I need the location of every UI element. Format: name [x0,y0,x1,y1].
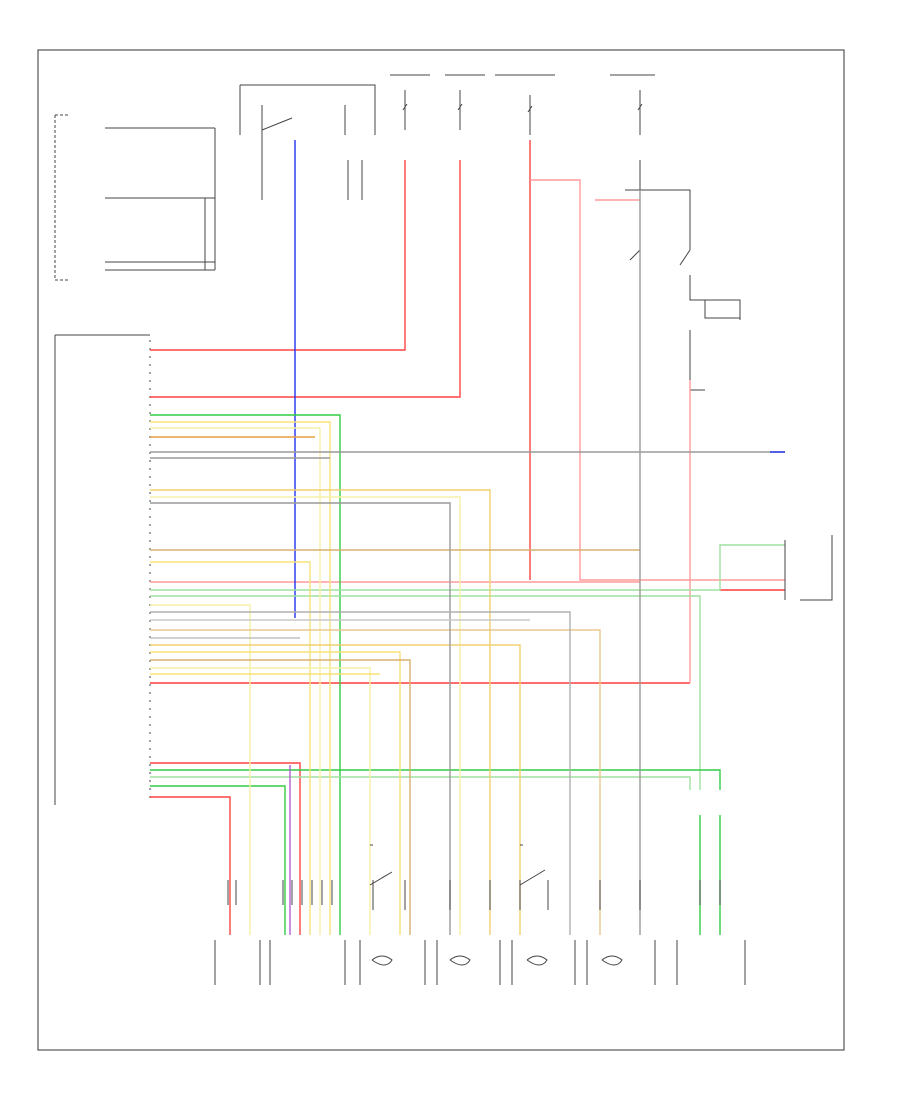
right-rear-wheel-speed-sensor [359,940,426,985]
right-front-wheel-speed-sensor [436,940,501,985]
brake-switch-group [595,160,741,391]
right-module-group [770,451,833,601]
abs-control-valve [269,940,346,985]
top-left-connector-group: . [54,114,216,281]
control-module-bracket [54,334,150,805]
bottom-connector-marks [227,844,721,910]
left-front-wheel-speed-sensor [586,940,656,985]
instrument-cluster [676,940,746,985]
red-power-wires [150,140,785,935]
top-fuse-relay-group [239,74,655,200]
diagram-border [37,49,845,1051]
left-rear-wheel-speed-sensor [511,940,576,985]
brake-pressure-sensor [214,940,261,985]
gray-wires [150,190,785,935]
label-text: . [60,117,61,121]
bottom-components [214,940,746,985]
yellow-orange-wires [150,421,640,935]
